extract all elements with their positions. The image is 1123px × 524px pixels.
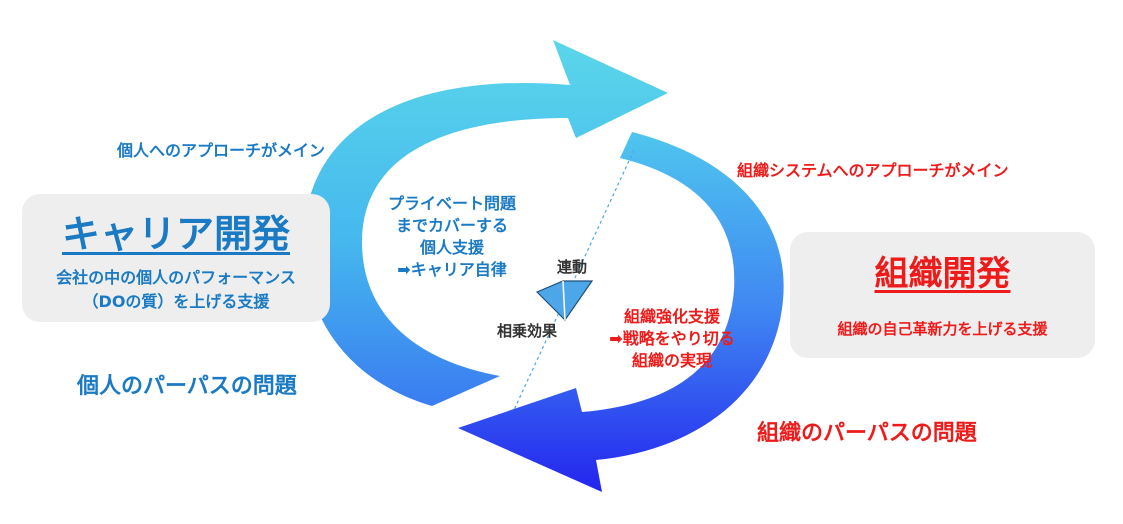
bottom-right-label: 組織のパーパスの問題: [757, 421, 977, 446]
inner-left-line-3: 個人支援: [419, 238, 484, 257]
inner-left-line-4: ➡キャリア自律: [397, 260, 507, 279]
inner-left-line-1: プライベート問題: [387, 194, 516, 213]
lower-cycle-arrow: [458, 132, 784, 492]
career-line-2: （DOの質）を上げる支援: [82, 292, 270, 311]
career-description: 会社の中の個人のパフォーマンス （DOの質）を上げる支援: [22, 266, 330, 314]
career-line-1: 会社の中の個人のパフォーマンス: [56, 268, 296, 287]
synergy-label: 相乗効果: [497, 322, 558, 340]
inner-right-line-1: 組織強化支援: [623, 307, 720, 326]
link-label: 連動: [557, 258, 588, 276]
inner-left-text: プライベート問題 までカバーする 個人支援 ➡キャリア自律: [372, 193, 532, 281]
org-subtitle: 組織の自己革新力を上げる支援: [837, 320, 1048, 338]
org-development-box: 組織開発 組織の自己革新力を上げる支援: [790, 232, 1095, 358]
inner-right-line-2: ➡戦略をやり切る: [609, 329, 735, 348]
inner-left-line-2: までカバーする: [395, 216, 508, 235]
inner-right-line-3: 組織の実現: [631, 351, 712, 370]
upper-cycle-arrow: [303, 40, 668, 406]
top-left-label: 個人へのアプローチがメイン: [117, 141, 326, 160]
career-development-box: キャリア開発 会社の中の個人のパフォーマンス （DOの質）を上げる支援: [22, 194, 330, 322]
org-title: 組織開発: [874, 254, 1011, 294]
inner-right-text: 組織強化支援 ➡戦略をやり切る 組織の実現: [586, 306, 758, 372]
synergy-diamond-split: [562, 280, 566, 321]
career-title: キャリア開発: [61, 212, 290, 256]
top-right-label: 組織システムへのアプローチがメイン: [737, 161, 1009, 180]
bottom-left-label: 個人のパーパスの問題: [77, 374, 297, 399]
